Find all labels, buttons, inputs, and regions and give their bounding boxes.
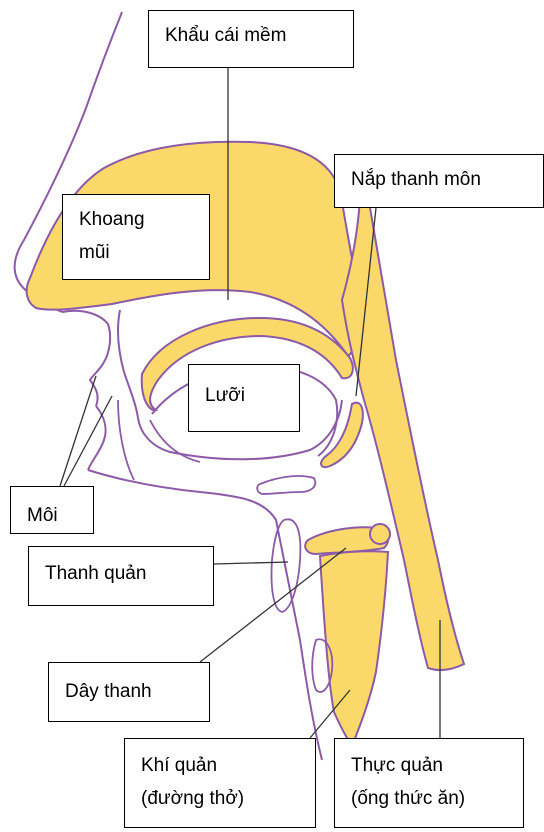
leader-lips-lower: [64, 396, 112, 486]
label-epiglottis: Nắp thanh môn: [334, 154, 544, 208]
label-soft-palate: Khẩu cái mềm: [148, 10, 354, 68]
lower-lip-outline: [88, 406, 106, 470]
label-tongue: Lưỡi: [188, 364, 300, 432]
label-epiglottis-text: Nắp thanh môn: [351, 165, 527, 194]
label-lips: Môi: [10, 486, 94, 534]
label-trachea-line2: (đường thở): [141, 782, 299, 815]
label-vocal-cords: Dây thanh: [48, 662, 210, 722]
label-esophagus-line2: (ống thức ăn): [351, 782, 507, 815]
label-vocal-cords-text: Dây thanh: [65, 677, 193, 706]
label-trachea-line1: Khí quản: [141, 749, 299, 782]
leader-larynx: [214, 562, 288, 564]
label-trachea: Khí quản (đường thở): [124, 738, 316, 828]
label-tongue-text: Lưỡi: [205, 381, 283, 410]
label-larynx: Thanh quản: [28, 546, 214, 606]
label-lips-text: Môi: [27, 501, 77, 530]
larynx-cartilage: [370, 524, 390, 544]
label-nasal-cavity-line1: Khoang: [79, 203, 193, 236]
label-esophagus-line1: Thực quản: [351, 749, 507, 782]
label-soft-palate-text: Khẩu cái mềm: [165, 21, 337, 50]
label-esophagus: Thực quản (ống thức ăn): [334, 738, 524, 828]
hyoid-outline: [257, 476, 315, 494]
upper-lip-outline: [62, 311, 110, 406]
label-larynx-text: Thanh quản: [45, 559, 197, 588]
label-nasal-cavity-line2: mũi: [79, 236, 193, 269]
label-nasal-cavity: Khoang mũi: [62, 194, 210, 280]
leader-lips-upper: [60, 376, 96, 486]
